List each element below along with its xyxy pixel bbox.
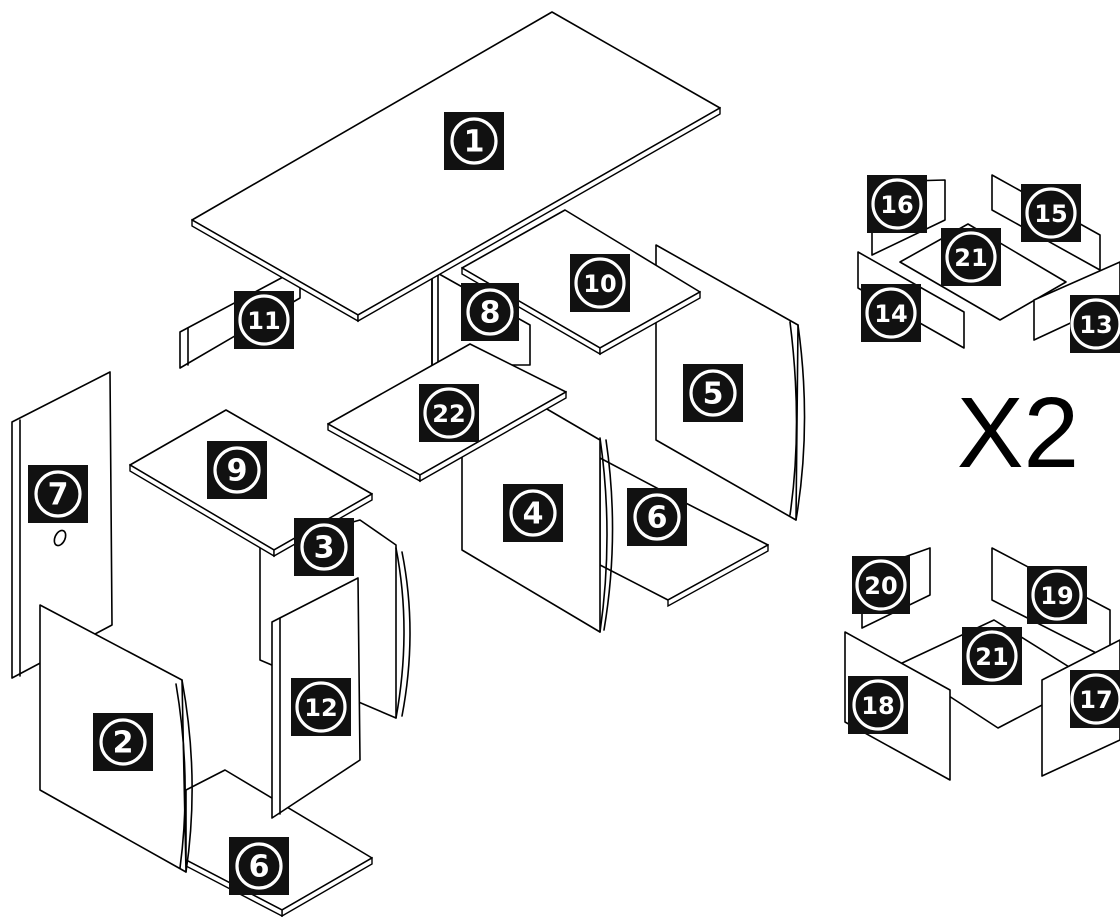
part-badge-19: 19 <box>1027 566 1087 624</box>
quantity-multiplier: X2 <box>957 377 1079 489</box>
part-badge-9: 9 <box>207 441 267 499</box>
svg-text:22: 22 <box>432 400 465 428</box>
svg-text:1: 1 <box>464 125 485 160</box>
panel-part-7 <box>11 371 113 679</box>
svg-text:8: 8 <box>480 296 501 331</box>
part-badge-22: 22 <box>419 384 479 442</box>
part-badge-16: 16 <box>867 175 927 233</box>
svg-text:9: 9 <box>227 454 248 489</box>
svg-text:10: 10 <box>583 270 616 298</box>
svg-text:16: 16 <box>880 191 913 219</box>
part-badge-13: 13 <box>1070 295 1120 353</box>
svg-text:20: 20 <box>864 572 897 600</box>
svg-text:12: 12 <box>304 694 337 722</box>
part-badge-21-upper: 21 <box>941 228 1001 286</box>
part-badge-21-lower: 21 <box>962 627 1022 685</box>
svg-text:7: 7 <box>48 478 69 513</box>
part-badge-14: 14 <box>861 284 921 342</box>
part-badge-17: 17 <box>1070 670 1120 728</box>
knob-icon <box>53 529 67 547</box>
part-badge-8: 8 <box>461 283 519 341</box>
svg-text:19: 19 <box>1040 582 1073 610</box>
svg-text:15: 15 <box>1034 200 1067 228</box>
svg-text:6: 6 <box>647 501 668 536</box>
part-badge-20: 20 <box>852 556 910 614</box>
part-badge-6-lower: 6 <box>229 837 289 895</box>
part-badge-18: 18 <box>848 676 908 734</box>
svg-text:3: 3 <box>314 531 335 566</box>
svg-text:14: 14 <box>874 300 907 328</box>
svg-text:21: 21 <box>975 643 1008 671</box>
part-badge-4: 4 <box>503 484 563 542</box>
part-badge-2: 2 <box>93 713 153 771</box>
svg-text:18: 18 <box>861 692 894 720</box>
svg-text:2: 2 <box>113 726 134 761</box>
svg-text:17: 17 <box>1079 686 1112 714</box>
part-badge-3: 3 <box>294 518 354 576</box>
svg-text:6: 6 <box>249 850 270 885</box>
svg-text:5: 5 <box>703 377 724 412</box>
svg-text:21: 21 <box>954 244 987 272</box>
part-badge-5: 5 <box>683 364 743 422</box>
svg-text:11: 11 <box>247 307 280 335</box>
part-badge-12: 12 <box>291 678 351 736</box>
svg-text:4: 4 <box>523 497 544 532</box>
svg-text:13: 13 <box>1079 311 1112 339</box>
part-badge-6-upper: 6 <box>627 488 687 546</box>
part-badge-7: 7 <box>28 465 88 523</box>
part-badge-15: 15 <box>1021 184 1081 242</box>
part-badge-11: 11 <box>234 291 294 349</box>
part-badge-10: 10 <box>570 254 630 312</box>
part-badge-1: 1 <box>444 112 504 170</box>
